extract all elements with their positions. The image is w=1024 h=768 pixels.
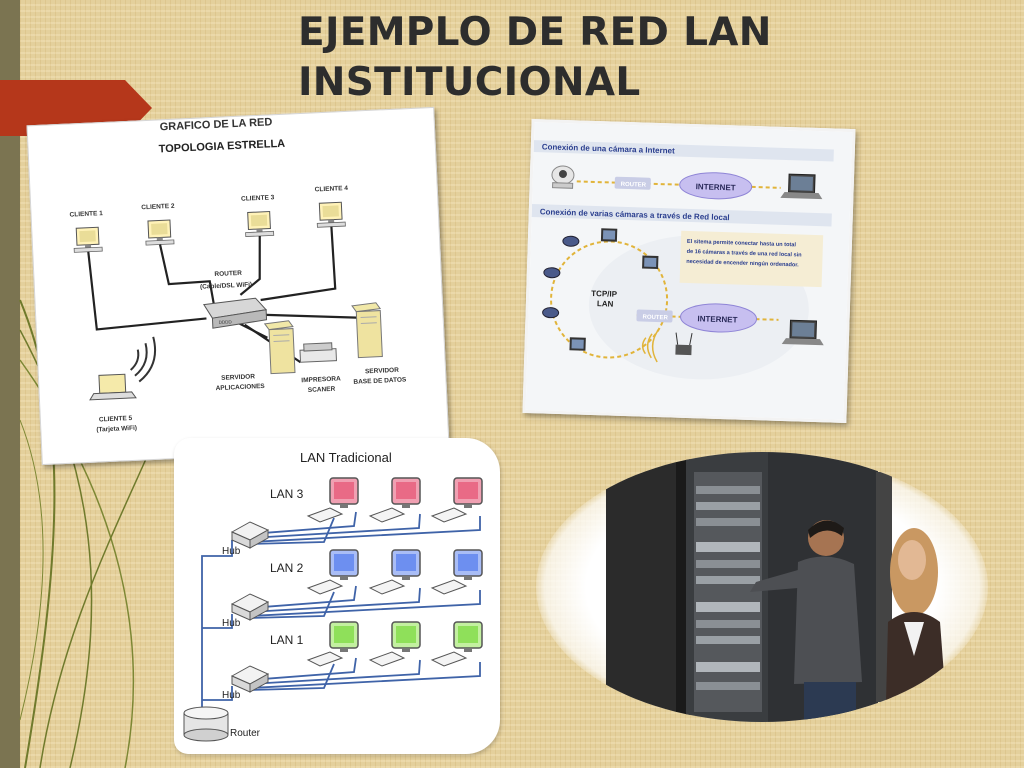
hub-label-2: Hub bbox=[222, 618, 241, 629]
lan3-monitor-icon-b bbox=[391, 477, 421, 509]
wifi-waves-icon bbox=[130, 336, 157, 383]
client5-label: CLIENTE 5 bbox=[99, 415, 133, 424]
client1-label: CLIENTE 1 bbox=[69, 210, 103, 219]
left-side-bar bbox=[0, 0, 20, 768]
srv-db-line1: SERVIDOR bbox=[365, 367, 399, 376]
woman-observer bbox=[886, 528, 946, 702]
camera-description-line3: necesidad de encender ningún ordenador. bbox=[686, 259, 799, 269]
svg-text:ROUTER: ROUTER bbox=[642, 315, 668, 322]
client5-sub-label: (Tarjeta WiFi) bbox=[96, 425, 137, 434]
laptop-icon-1 bbox=[780, 173, 823, 200]
lan1-keyboard-icon-c bbox=[431, 651, 467, 667]
camera-description-line2: de 16 cámaras a través de una red local … bbox=[687, 249, 803, 259]
router-sub-label: (Cable/DSL WiFi) bbox=[200, 281, 252, 290]
client5-laptop-icon bbox=[89, 373, 137, 401]
lan2-monitor-icon-c bbox=[453, 549, 483, 581]
router-label: ROUTER bbox=[214, 270, 242, 278]
lan-monitor-icons bbox=[569, 228, 659, 351]
printer-line1: IMPRESORA bbox=[301, 375, 341, 384]
lan2-keyboard-icon-a bbox=[307, 579, 343, 595]
lan1-monitor-icon-c bbox=[453, 621, 483, 653]
lan2-label: LAN 2 bbox=[270, 561, 304, 575]
srv-db-line2: BASE DE DATOS bbox=[353, 376, 407, 385]
database-server-icon bbox=[351, 302, 383, 359]
slide-title-line2: INSTITUCIONAL bbox=[298, 60, 641, 105]
lan1-label: LAN 1 bbox=[270, 633, 304, 647]
lan-label: LAN bbox=[597, 299, 614, 309]
server-rack-dark-panel bbox=[606, 452, 690, 722]
star-topology-image: GRAFICO DE LA RED TOPOLOGIA ESTRELLA CLI… bbox=[26, 106, 450, 466]
client2-computer-icon bbox=[144, 219, 175, 246]
lan-camera-icons bbox=[542, 235, 580, 319]
srv-app-line2: APLICACIONES bbox=[215, 383, 265, 392]
lan2-keyboard-icon-b bbox=[369, 579, 405, 595]
slide-title-line1: EJEMPLO DE RED LAN bbox=[298, 10, 772, 55]
traditional-lan-image: LAN Tradicional LAN 3 LAN 2 LAN 1 bbox=[174, 438, 500, 754]
router-icon: DDDD bbox=[202, 297, 268, 329]
internet-badge-2: INTERNET bbox=[680, 303, 758, 333]
lan3-monitor-icon-a bbox=[329, 477, 359, 509]
lan3-keyboard-icon-b bbox=[369, 507, 405, 523]
lan2-monitor-icon-a bbox=[329, 549, 359, 581]
client4-label: CLIENTE 4 bbox=[315, 185, 349, 194]
lan1-monitor-icon-a bbox=[329, 621, 359, 653]
lan2-keyboard-icon-c bbox=[431, 579, 467, 595]
router-device-text: DDDD bbox=[219, 319, 233, 325]
slide-title: EJEMPLO DE RED LAN INSTITUCIONAL bbox=[298, 8, 898, 108]
camera-network-image: Conexión de una cámara a Internet ROUTER… bbox=[522, 118, 856, 424]
client1-computer-icon bbox=[72, 226, 103, 253]
svg-text:ROUTER: ROUTER bbox=[621, 182, 647, 189]
star-network-cables bbox=[87, 226, 357, 364]
lan3-monitor-icon-c bbox=[453, 477, 483, 509]
svg-text:INTERNET: INTERNET bbox=[696, 182, 736, 192]
client3-label: CLIENTE 3 bbox=[241, 194, 275, 203]
tcp-ip-label: TCP/IP bbox=[591, 289, 618, 299]
lan-wifi-waves-icon bbox=[641, 329, 659, 363]
srv-app-line1: SERVIDOR bbox=[221, 373, 255, 382]
lan3-label: LAN 3 bbox=[270, 487, 304, 501]
router-badge-2: ROUTER bbox=[636, 309, 673, 323]
lan1-keyboard-icon-b bbox=[369, 651, 405, 667]
client2-label: CLIENTE 2 bbox=[141, 203, 175, 212]
application-server-icon bbox=[263, 320, 296, 375]
star-title: TOPOLOGIA ESTRELLA bbox=[158, 138, 285, 156]
printer-scanner-icon bbox=[299, 342, 338, 363]
lan1-monitor-icon-b bbox=[391, 621, 421, 653]
lan-cables bbox=[201, 511, 481, 721]
router-badge-1: ROUTER bbox=[614, 176, 651, 190]
lan-title: LAN Tradicional bbox=[300, 450, 392, 465]
camera-header1: Conexión de una cámara a Internet bbox=[542, 142, 675, 155]
wireless-access-point-icon bbox=[675, 332, 693, 356]
internet-badge-1: INTERNET bbox=[679, 172, 753, 200]
printer-line2: SCANER bbox=[308, 386, 336, 394]
svg-text:INTERNET: INTERNET bbox=[697, 314, 737, 324]
lan3-keyboard-icon-c bbox=[431, 507, 467, 523]
camera-description-line1: El sitema permite conectar hasta un tota… bbox=[687, 239, 797, 248]
lan2-monitor-icon-b bbox=[391, 549, 421, 581]
hub-label-1: Hub bbox=[222, 546, 241, 557]
ip-camera-icon bbox=[551, 165, 575, 189]
lan3-keyboard-icon-a bbox=[307, 507, 343, 523]
lan1-keyboard-icon-a bbox=[307, 651, 343, 667]
client4-computer-icon bbox=[315, 201, 346, 228]
star-heading-cut: GRAFICO DE LA RED bbox=[159, 116, 272, 133]
server-room-photo bbox=[536, 452, 988, 722]
laptop-icon-2 bbox=[781, 319, 824, 346]
server-rack bbox=[686, 452, 768, 722]
router-label-lan: Router bbox=[230, 728, 261, 739]
hub-label-3: Hub bbox=[222, 690, 241, 701]
router-cylinder-icon bbox=[183, 706, 229, 742]
client3-computer-icon bbox=[244, 210, 275, 238]
technician-man bbox=[750, 520, 862, 722]
